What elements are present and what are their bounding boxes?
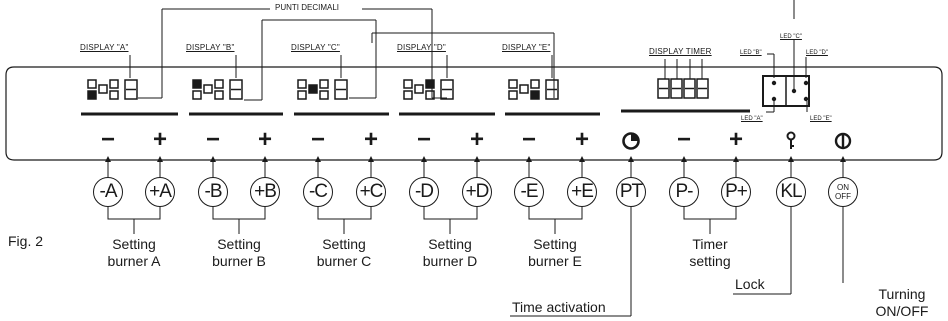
caption-line: burner D [422,253,478,269]
burner-e-plus-button[interactable]: +E [567,177,597,207]
turning-onoff-caption: Turning ON/OFF [862,286,942,320]
lock-label: Lock [735,276,765,292]
led-c [791,88,797,94]
clock-icon [622,132,640,150]
plus-symbol: + [574,126,589,153]
timer-setting-caption: Timer setting [670,236,750,270]
timer-display [657,78,709,99]
caption-line: burner B [212,253,266,269]
burner-display-e [508,79,559,100]
minus-symbol: − [310,126,325,153]
setting-burner-c-caption: Setting burner C [304,236,384,270]
decimal-points-label: PUNTI DECIMALI [275,3,340,12]
led-indicator-box [762,75,810,107]
led-e-label: LED "E" [810,116,832,122]
caption-line: burner C [316,253,372,269]
power-button-on-label: ON [837,183,849,192]
setting-burner-a-caption: Setting burner A [94,236,174,270]
setting-burner-e-caption: Setting burner E [515,236,595,270]
led-b [771,80,777,86]
led-d [803,80,809,86]
caption-line: Setting [428,236,472,252]
minus-symbol: − [205,126,220,153]
timer-activation-button[interactable]: PT [616,177,646,207]
display-d-label: DISPLAY "D" [397,43,446,52]
lock-button[interactable]: KL [776,177,806,207]
burner-display-b [192,79,243,100]
led-c-label: LED "C" [780,34,802,40]
timer-plus-button[interactable]: P+ [721,177,751,207]
burner-d-plus-button[interactable]: +D [462,177,492,207]
caption-line: Setting [217,236,261,252]
timer-minus-button[interactable]: P- [669,177,699,207]
plus-symbol: + [363,126,378,153]
display-c-label: DISPLAY "C" [291,43,340,52]
led-a-label: LED "A" [741,116,763,122]
minus-symbol: − [416,126,431,153]
power-button-off-label: OFF [835,192,851,201]
plus-symbol: + [728,126,743,153]
display-a-label: DISPLAY "A" [80,43,129,52]
caption-line: Setting [322,236,366,252]
caption-line: Turning [878,286,926,302]
power-icon [834,132,852,150]
plus-symbol: + [257,126,272,153]
power-button[interactable]: ON OFF [828,177,858,207]
setting-burner-d-caption: Setting burner D [410,236,490,270]
burner-b-plus-button[interactable]: +B [250,177,280,207]
burner-display-d [403,79,454,100]
minus-symbol: − [100,126,115,153]
setting-burner-b-caption: Setting burner B [199,236,279,270]
burner-e-minus-button[interactable]: -E [514,177,544,207]
burner-display-a [87,79,138,100]
minus-symbol: − [521,126,536,153]
caption-line: setting [689,253,731,269]
caption-line: Setting [112,236,156,252]
caption-line: Timer [692,236,728,252]
caption-line: burner E [528,253,582,269]
plus-symbol: + [152,126,167,153]
burner-b-minus-button[interactable]: -B [198,177,228,207]
minus-symbol: − [676,126,691,153]
caption-line: Setting [533,236,577,252]
burner-c-minus-button[interactable]: -C [303,177,333,207]
led-d-label: LED "D" [806,50,828,56]
display-timer-label: DISPLAY TIMER [649,47,712,56]
burner-c-plus-button[interactable]: +C [356,177,386,207]
time-activation-label: Time activation [512,299,606,315]
burner-a-minus-button[interactable]: -A [93,177,123,207]
caption-line: burner A [107,253,161,269]
burner-display-c [297,79,348,100]
caption-line: ON/OFF [875,303,929,319]
burner-d-minus-button[interactable]: -D [409,177,439,207]
led-a [771,96,777,102]
key-icon [786,131,796,149]
burner-a-plus-button[interactable]: +A [145,177,175,207]
led-b-label: LED "B" [740,50,762,56]
display-b-label: DISPLAY "B" [186,43,235,52]
plus-symbol: + [469,126,484,153]
display-e-label: DISPLAY "E" [502,43,551,52]
led-e [803,96,809,102]
figure-label: Fig. 2 [8,233,44,249]
